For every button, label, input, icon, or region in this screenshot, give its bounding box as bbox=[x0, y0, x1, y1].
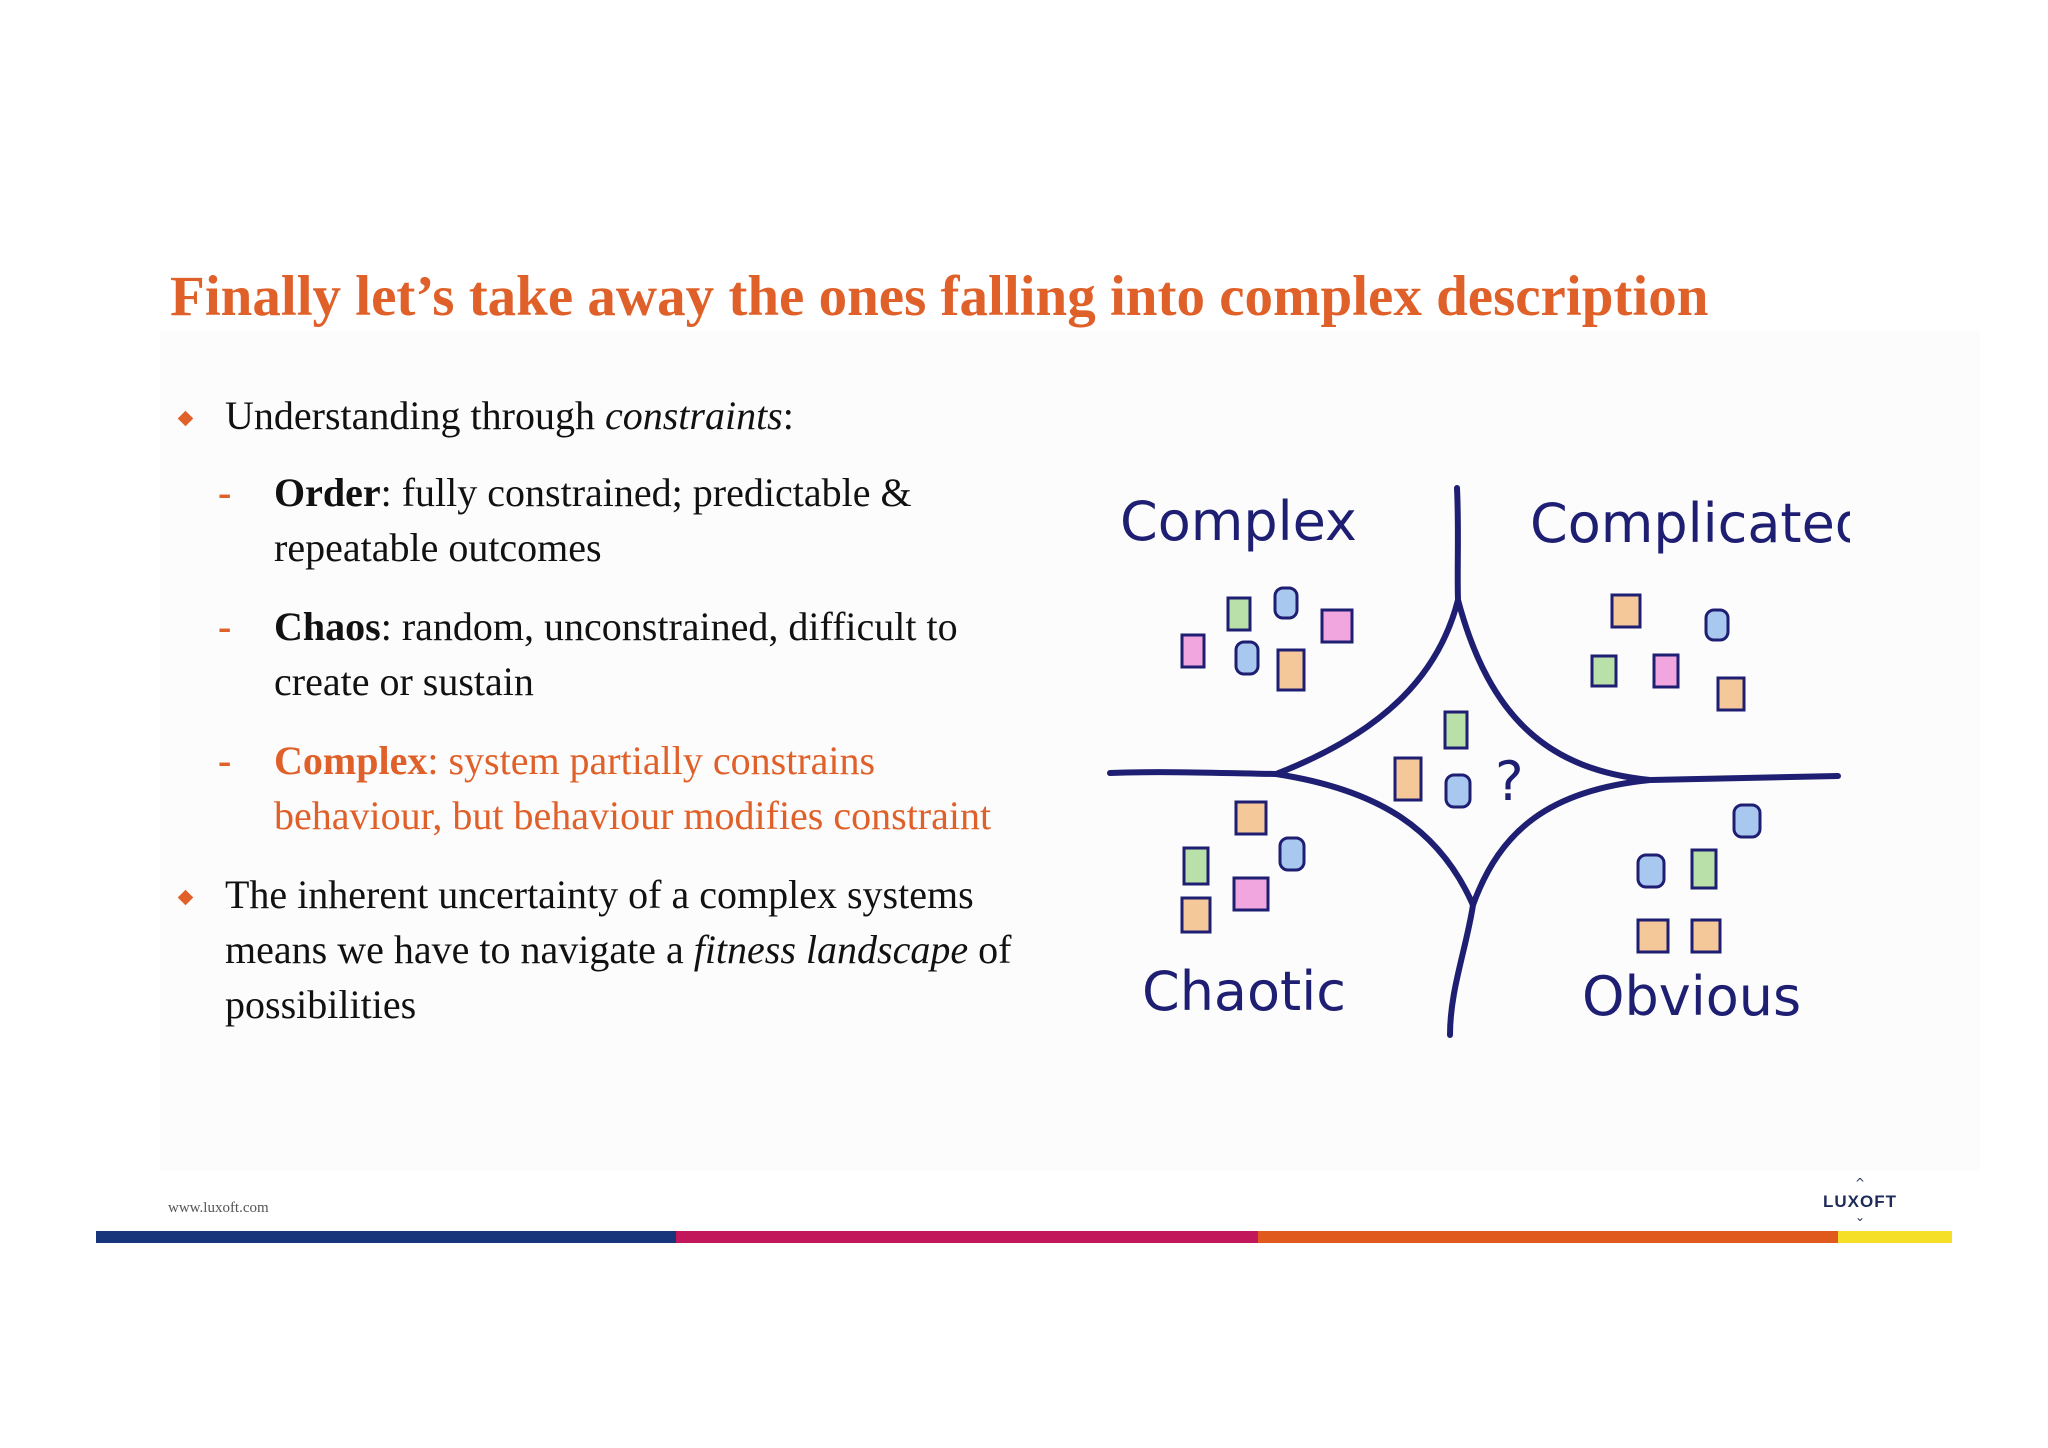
cynefin-boundary-lines bbox=[1107, 485, 1841, 1038]
desc-chaos: : random, unconstrained, difficult to cr… bbox=[274, 604, 958, 704]
note-green bbox=[1443, 710, 1469, 750]
diamond-icon bbox=[177, 410, 194, 427]
note-blue bbox=[1273, 586, 1299, 620]
note-green bbox=[1182, 846, 1210, 886]
label-complex: Complex bbox=[1120, 490, 1357, 553]
footer-stripe-yellow bbox=[1838, 1231, 1952, 1243]
term-complex: Complex bbox=[274, 738, 428, 783]
note-orange bbox=[1610, 593, 1642, 629]
content-panel bbox=[160, 330, 1980, 1170]
logo-text: LUXOFT bbox=[1823, 1192, 1897, 1211]
note-pink bbox=[1232, 876, 1270, 912]
label-disorder: ? bbox=[1495, 750, 1524, 813]
sub-item-complex: - Complex: system partially constrains b… bbox=[218, 733, 1030, 843]
label-obvious: Obvious bbox=[1582, 965, 1801, 1028]
note-orange bbox=[1276, 648, 1306, 692]
term-order: Order bbox=[274, 470, 381, 515]
bullet-suffix: of possibilities bbox=[225, 927, 1012, 1027]
note-orange bbox=[1393, 756, 1423, 802]
bullet-emphasis: fitness landscape bbox=[693, 927, 969, 972]
note-blue bbox=[1278, 836, 1306, 872]
desc-order: : fully constrained; predictable & repea… bbox=[274, 470, 912, 570]
note-orange bbox=[1716, 676, 1746, 712]
bullet-suffix: : bbox=[782, 393, 794, 438]
note-blue bbox=[1234, 640, 1260, 676]
footer-stripe-blue bbox=[96, 1231, 676, 1243]
note-orange bbox=[1690, 918, 1722, 954]
label-chaotic: Chaotic bbox=[1142, 960, 1346, 1023]
diamond-icon bbox=[177, 889, 194, 906]
note-blue bbox=[1704, 608, 1730, 642]
sub-item-chaos: - Chaos: random, unconstrained, difficul… bbox=[218, 599, 1030, 709]
chevron-up-icon: ^ bbox=[1855, 1176, 1866, 1190]
note-pink bbox=[1652, 653, 1680, 689]
bullet-uncertainty: The inherent uncertainty of a complex sy… bbox=[170, 867, 1030, 1032]
note-orange bbox=[1180, 896, 1212, 934]
label-complicated: Complicated bbox=[1530, 492, 1850, 555]
luxoft-logo: ^ LUXOFT ⌄ bbox=[1815, 1176, 1905, 1224]
boundary-bottom bbox=[1447, 902, 1476, 1038]
dash-marker: - bbox=[218, 738, 232, 783]
note-pink bbox=[1180, 633, 1206, 669]
footer-stripe-orange bbox=[1258, 1231, 1838, 1243]
dash-marker: - bbox=[218, 470, 232, 515]
cynefin-diagram: Complex Complicated Chaotic Obvious ? bbox=[1107, 485, 1850, 1038]
note-green bbox=[1690, 848, 1718, 890]
note-blue bbox=[1732, 803, 1762, 839]
note-blue bbox=[1636, 853, 1666, 889]
note-pink bbox=[1320, 608, 1354, 644]
note-orange bbox=[1234, 800, 1268, 836]
sub-item-order: - Order: fully constrained; predictable … bbox=[218, 465, 1030, 575]
dash-marker: - bbox=[218, 604, 232, 649]
note-green bbox=[1590, 654, 1618, 688]
bullet-text: The inherent uncertainty of a complex sy… bbox=[225, 872, 974, 972]
bullet-list: Understanding through constraints: - Ord… bbox=[170, 388, 1030, 1032]
boundary-right bbox=[1647, 773, 1841, 783]
note-orange bbox=[1636, 918, 1670, 954]
sticky-notes bbox=[1180, 586, 1762, 954]
term-chaos: Chaos bbox=[274, 604, 381, 649]
boundary-top bbox=[1454, 485, 1461, 603]
footer-stripe-crimson bbox=[676, 1231, 1258, 1243]
note-blue bbox=[1444, 773, 1472, 809]
desc-complex: : system partially constrains behaviour,… bbox=[274, 738, 992, 838]
bullet-constraints: Understanding through constraints: bbox=[170, 388, 1030, 443]
bullet-emphasis: constraints bbox=[604, 393, 783, 438]
slide-title: Finally let’s take away the ones falling… bbox=[170, 265, 1709, 328]
boundary-left bbox=[1107, 769, 1279, 777]
disorder-boundary bbox=[1273, 597, 1653, 908]
note-green bbox=[1226, 596, 1252, 632]
bullet-text: Understanding through bbox=[225, 393, 605, 438]
footer-url: www.luxoft.com bbox=[168, 1200, 269, 1216]
chevron-down-icon: ⌄ bbox=[1855, 1210, 1866, 1224]
